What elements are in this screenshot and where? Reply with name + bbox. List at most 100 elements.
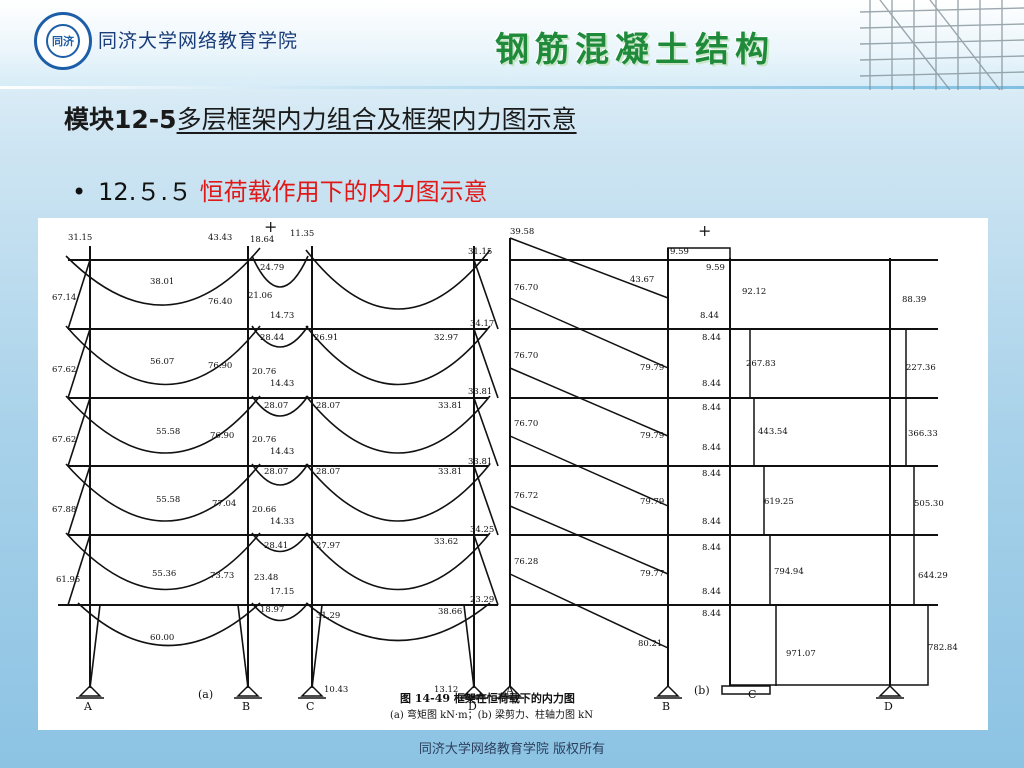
shear-value-label-12: 76.70: [514, 351, 538, 361]
moment-value-label-1: 31.15: [68, 233, 92, 243]
moment-value-label-33: 33.81: [438, 467, 462, 477]
shear-value-label-21: 8.44: [702, 469, 721, 479]
label-b: (b): [694, 684, 710, 697]
moment-value-label-17: 76.90: [208, 361, 232, 371]
moment-value-label-52: 60.00: [150, 633, 174, 643]
moment-value-label-29: 14.43: [270, 447, 294, 457]
figure-caption-sub: (a) 弯矩图 kN·m；(b) 梁剪力、柱轴力图 kN: [390, 708, 593, 721]
course-title: 钢筋混凝土结构: [495, 30, 775, 70]
moment-value-label-25: 55.58: [156, 427, 180, 437]
support-b-B: B: [662, 700, 670, 713]
moment-value-label-3: 18.64: [250, 235, 274, 245]
shear-value-label-19: 79.79: [640, 431, 664, 441]
bullet-dot-icon: •: [72, 178, 87, 206]
shear-value-label-13: 79.79: [640, 363, 664, 373]
support-a-D: D: [468, 700, 477, 713]
shear-value-label-22: 619.25: [764, 497, 794, 507]
shear-value-label-27: 8.44: [702, 543, 721, 553]
moment-value-label-36: 67.88: [52, 505, 76, 515]
moment-value-label-12: 34.17: [470, 319, 494, 329]
shear-value-label-20: 8.44: [702, 443, 721, 453]
shear-value-label-11: 227.36: [906, 363, 936, 373]
bullet-number: 12.５.５: [98, 178, 192, 206]
moment-value-label-54: 13.12: [434, 685, 458, 695]
support-b-C: C: [748, 688, 756, 701]
moment-value-label-26: 76.90: [210, 431, 234, 441]
label-a: (a): [198, 688, 213, 701]
bullet-text: 恒荷载作用下的内力图示意: [199, 178, 488, 206]
moment-value-label-27: 67.62: [52, 435, 76, 445]
shear-value-label-24: 76.72: [514, 491, 538, 501]
shear-diagram-frame: [509, 238, 938, 686]
shear-value-label-6: 88.39: [902, 295, 926, 305]
moment-value-label-38: 14.33: [270, 517, 294, 527]
school-name: 同济大学网络教育学院: [98, 30, 299, 52]
moment-value-label-11: 14.73: [270, 311, 294, 321]
shear-value-label-2: 9.59: [670, 247, 689, 257]
top-symbol-b: +: [698, 221, 711, 240]
shear-value-label-16: 443.54: [758, 427, 788, 437]
moment-value-label-47: 17.15: [270, 587, 294, 597]
shear-value-label-23: 505.30: [914, 499, 944, 509]
shear-value-label-14: 8.44: [702, 379, 721, 389]
moment-value-label-46: 23.48: [254, 573, 278, 583]
moment-value-label-49: 18.97: [260, 605, 284, 615]
shear-value-label-33: 8.44: [702, 609, 721, 619]
moment-value-label-28: 20.76: [252, 435, 276, 445]
moment-value-label-24: 33.81: [438, 401, 462, 411]
shear-supports: [496, 684, 904, 699]
moment-value-label-16: 56.07: [150, 357, 174, 367]
shear-value-label-31: 79.77: [640, 569, 664, 579]
shear-value-label-3: 9.59: [706, 263, 725, 273]
shear-value-label-30: 76.28: [514, 557, 538, 567]
moment-value-label-32: 28.07: [316, 467, 340, 477]
shear-value-labels: 39.589.599.5943.6792.1288.3976.708.448.4…: [510, 227, 958, 659]
bullet-item: • 12.５.５ 恒荷载作用下的内力图示意: [72, 172, 488, 207]
shear-value-label-15: 8.44: [702, 403, 721, 413]
shear-value-label-5: 92.12: [742, 287, 766, 297]
module-name: 多层框架内力组合及框架内力图示意: [176, 105, 577, 134]
logo-emblem: 同济: [46, 24, 80, 58]
moment-value-label-6: 38.01: [150, 277, 174, 287]
footer-copyright: 同济大学网络教育学院 版权所有: [418, 742, 606, 757]
moment-value-label-37: 20.66: [252, 505, 276, 515]
moment-value-label-20: 14.43: [270, 379, 294, 389]
moment-value-label-40: 28.41: [264, 541, 288, 551]
moment-value-label-31: 28.07: [264, 467, 288, 477]
support-a-B: B: [242, 700, 250, 713]
header-band: [0, 0, 1024, 88]
moment-value-label-48: 23.29: [470, 595, 494, 605]
moment-value-label-4: 11.35: [290, 229, 314, 239]
support-a-A: A: [83, 700, 93, 713]
moment-value-label-15: 32.97: [434, 333, 458, 343]
shear-value-label-36: 782.84: [928, 643, 958, 653]
support-b-A: A: [505, 684, 515, 697]
shear-value-label-7: 76.70: [514, 283, 538, 293]
moment-supports: [76, 684, 488, 699]
shear-value-label-34: 80.21: [638, 639, 662, 649]
moment-value-label-39: 34.25: [470, 525, 494, 535]
shear-value-label-32: 8.44: [702, 587, 721, 597]
top-symbol-a: +: [264, 218, 277, 236]
moment-value-label-7: 24.79: [260, 263, 284, 273]
moment-value-label-5: 31.15: [468, 247, 492, 257]
shear-value-label-10: 267.83: [746, 359, 776, 369]
shear-value-label-29: 644.29: [918, 571, 948, 581]
moment-value-label-10: 21.06: [248, 291, 272, 301]
module-code: 模块12-5: [64, 105, 177, 134]
shear-value-label-9: 8.44: [702, 333, 721, 343]
moment-curves: [65, 247, 499, 689]
module-title: 模块12-5多层框架内力组合及框架内力图示意: [64, 100, 577, 136]
shear-value-label-26: 8.44: [702, 517, 721, 527]
moment-value-label-35: 77.04: [212, 499, 236, 509]
moment-value-label-22: 28.07: [264, 401, 288, 411]
shear-value-label-8: 8.44: [700, 311, 719, 321]
figure-caption-title: 图 14-49 框架在恒荷载下的内力图: [400, 691, 575, 705]
shear-value-label-28: 794.94: [774, 567, 804, 577]
moment-value-label-2: 43.43: [208, 233, 232, 243]
support-a-C: C: [306, 700, 314, 713]
shear-value-label-17: 366.33: [908, 429, 938, 439]
shear-value-label-35: 971.07: [786, 649, 816, 659]
